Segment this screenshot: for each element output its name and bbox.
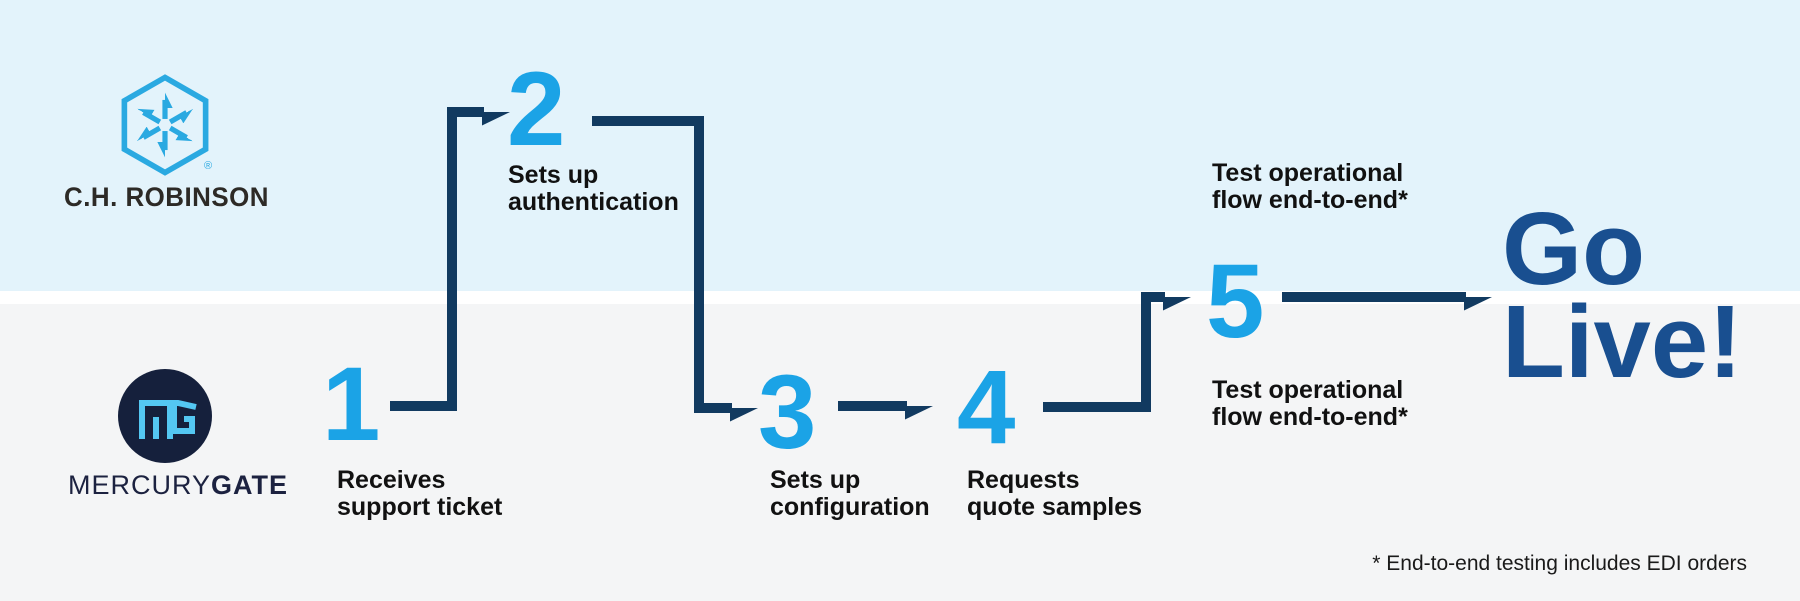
- step-2-label: Sets up authentication: [508, 162, 679, 216]
- mercurygate-swimlane-background: [0, 304, 1800, 601]
- chrobinson-wordmark: C.H. ROBINSON: [64, 182, 269, 212]
- step-5-label-bottom: Test operational flow end-to-end*: [1212, 377, 1408, 431]
- step-3-label: Sets up configuration: [770, 467, 930, 521]
- step-2-label-line2: authentication: [508, 188, 679, 216]
- go-live-line1: Go: [1502, 191, 1646, 306]
- step-2-label-line1: Sets up: [508, 161, 599, 189]
- step-5-label-top: Test operational flow end-to-end*: [1212, 160, 1408, 214]
- step-1-number: 1: [322, 346, 381, 463]
- step-5-label-bottom-line1: Test operational: [1212, 376, 1404, 404]
- footnote: * End-to-end testing includes EDI orders: [1372, 552, 1747, 575]
- step-3-number: 3: [758, 354, 817, 471]
- chrobinson-hexagon-logo-icon: [121, 74, 209, 176]
- step-5-number: 5: [1206, 243, 1265, 360]
- chrobinson-swimlane-background: [0, 0, 1800, 291]
- step-2-number: 2: [507, 51, 566, 168]
- step-4-label: Requests quote samples: [967, 467, 1142, 521]
- mercurygate-wordmark-bold: GATE: [211, 470, 289, 500]
- step-1-label-line1: Receives: [337, 466, 446, 494]
- step-5-label-top-line1: Test operational: [1212, 159, 1404, 187]
- step-1-label-line2: support ticket: [337, 493, 503, 521]
- go-live-line2: Live!: [1502, 284, 1743, 399]
- step-4-number: 4: [957, 349, 1016, 466]
- mercurygate-wordmark: MERCURYGATE: [68, 470, 288, 501]
- step-4-label-line2: quote samples: [967, 493, 1143, 521]
- step-4-label-line1: Requests: [967, 466, 1080, 494]
- step-1-label: Receives support ticket: [337, 467, 502, 521]
- step-5-label-bottom-line2: flow end-to-end*: [1212, 403, 1408, 431]
- step-5-label-top-line2: flow end-to-end*: [1212, 186, 1408, 214]
- step-3-label-line1: Sets up: [770, 466, 861, 494]
- go-live-title: Go Live!: [1502, 191, 1743, 399]
- step-3-label-line2: configuration: [770, 493, 930, 521]
- chrobinson-registered-mark: ®: [204, 160, 213, 172]
- mercurygate-logo-icon: [118, 369, 212, 463]
- mercurygate-wordmark-regular: MERCURY: [68, 470, 212, 500]
